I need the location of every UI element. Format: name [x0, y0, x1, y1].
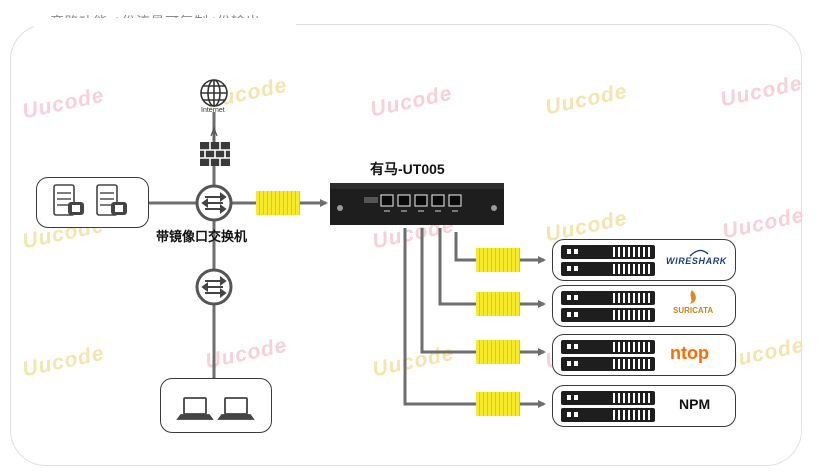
packet-block-input	[256, 191, 300, 215]
links	[149, 112, 546, 408]
packet-block-out-1	[476, 248, 520, 272]
firewall-icon	[200, 142, 230, 166]
device-title: 有马-UT005	[370, 161, 445, 177]
server-icon	[53, 184, 84, 216]
packet-block-out-3	[476, 340, 520, 364]
signal-icon	[210, 126, 218, 140]
rack-server-icon	[561, 245, 655, 276]
packet-block-out-4	[476, 392, 520, 416]
pc-group-box	[160, 378, 272, 433]
packet-block-out-2	[476, 292, 520, 316]
tool-suricata: SURICATA	[673, 306, 714, 315]
server-icon	[96, 184, 127, 216]
rack-server-icon	[561, 391, 655, 422]
suricata-logo-icon	[690, 290, 696, 304]
switch-label: 带镜像口交换机	[156, 229, 248, 244]
frame-title-gap	[34, 18, 296, 30]
branch-4	[403, 228, 476, 406]
access-switch-icon	[195, 268, 233, 306]
branch-2	[438, 228, 476, 306]
mirror-switch-icon	[195, 184, 233, 222]
branch-1	[454, 232, 476, 262]
rack-server-icon	[561, 340, 655, 371]
laptop-icon	[176, 397, 214, 420]
wireshark-logo-icon	[689, 249, 709, 257]
tool-npm: NPM	[679, 396, 711, 412]
tool-wireshark: WIRESHARK	[666, 256, 727, 266]
laptop-icon	[217, 397, 255, 420]
branch-3	[420, 228, 476, 354]
rack-server-icon	[561, 291, 655, 322]
ut005-device	[330, 183, 504, 225]
internet-label: Internet	[201, 107, 225, 114]
tool-ntop: ntop	[670, 343, 709, 363]
internet-globe-icon	[200, 79, 228, 107]
